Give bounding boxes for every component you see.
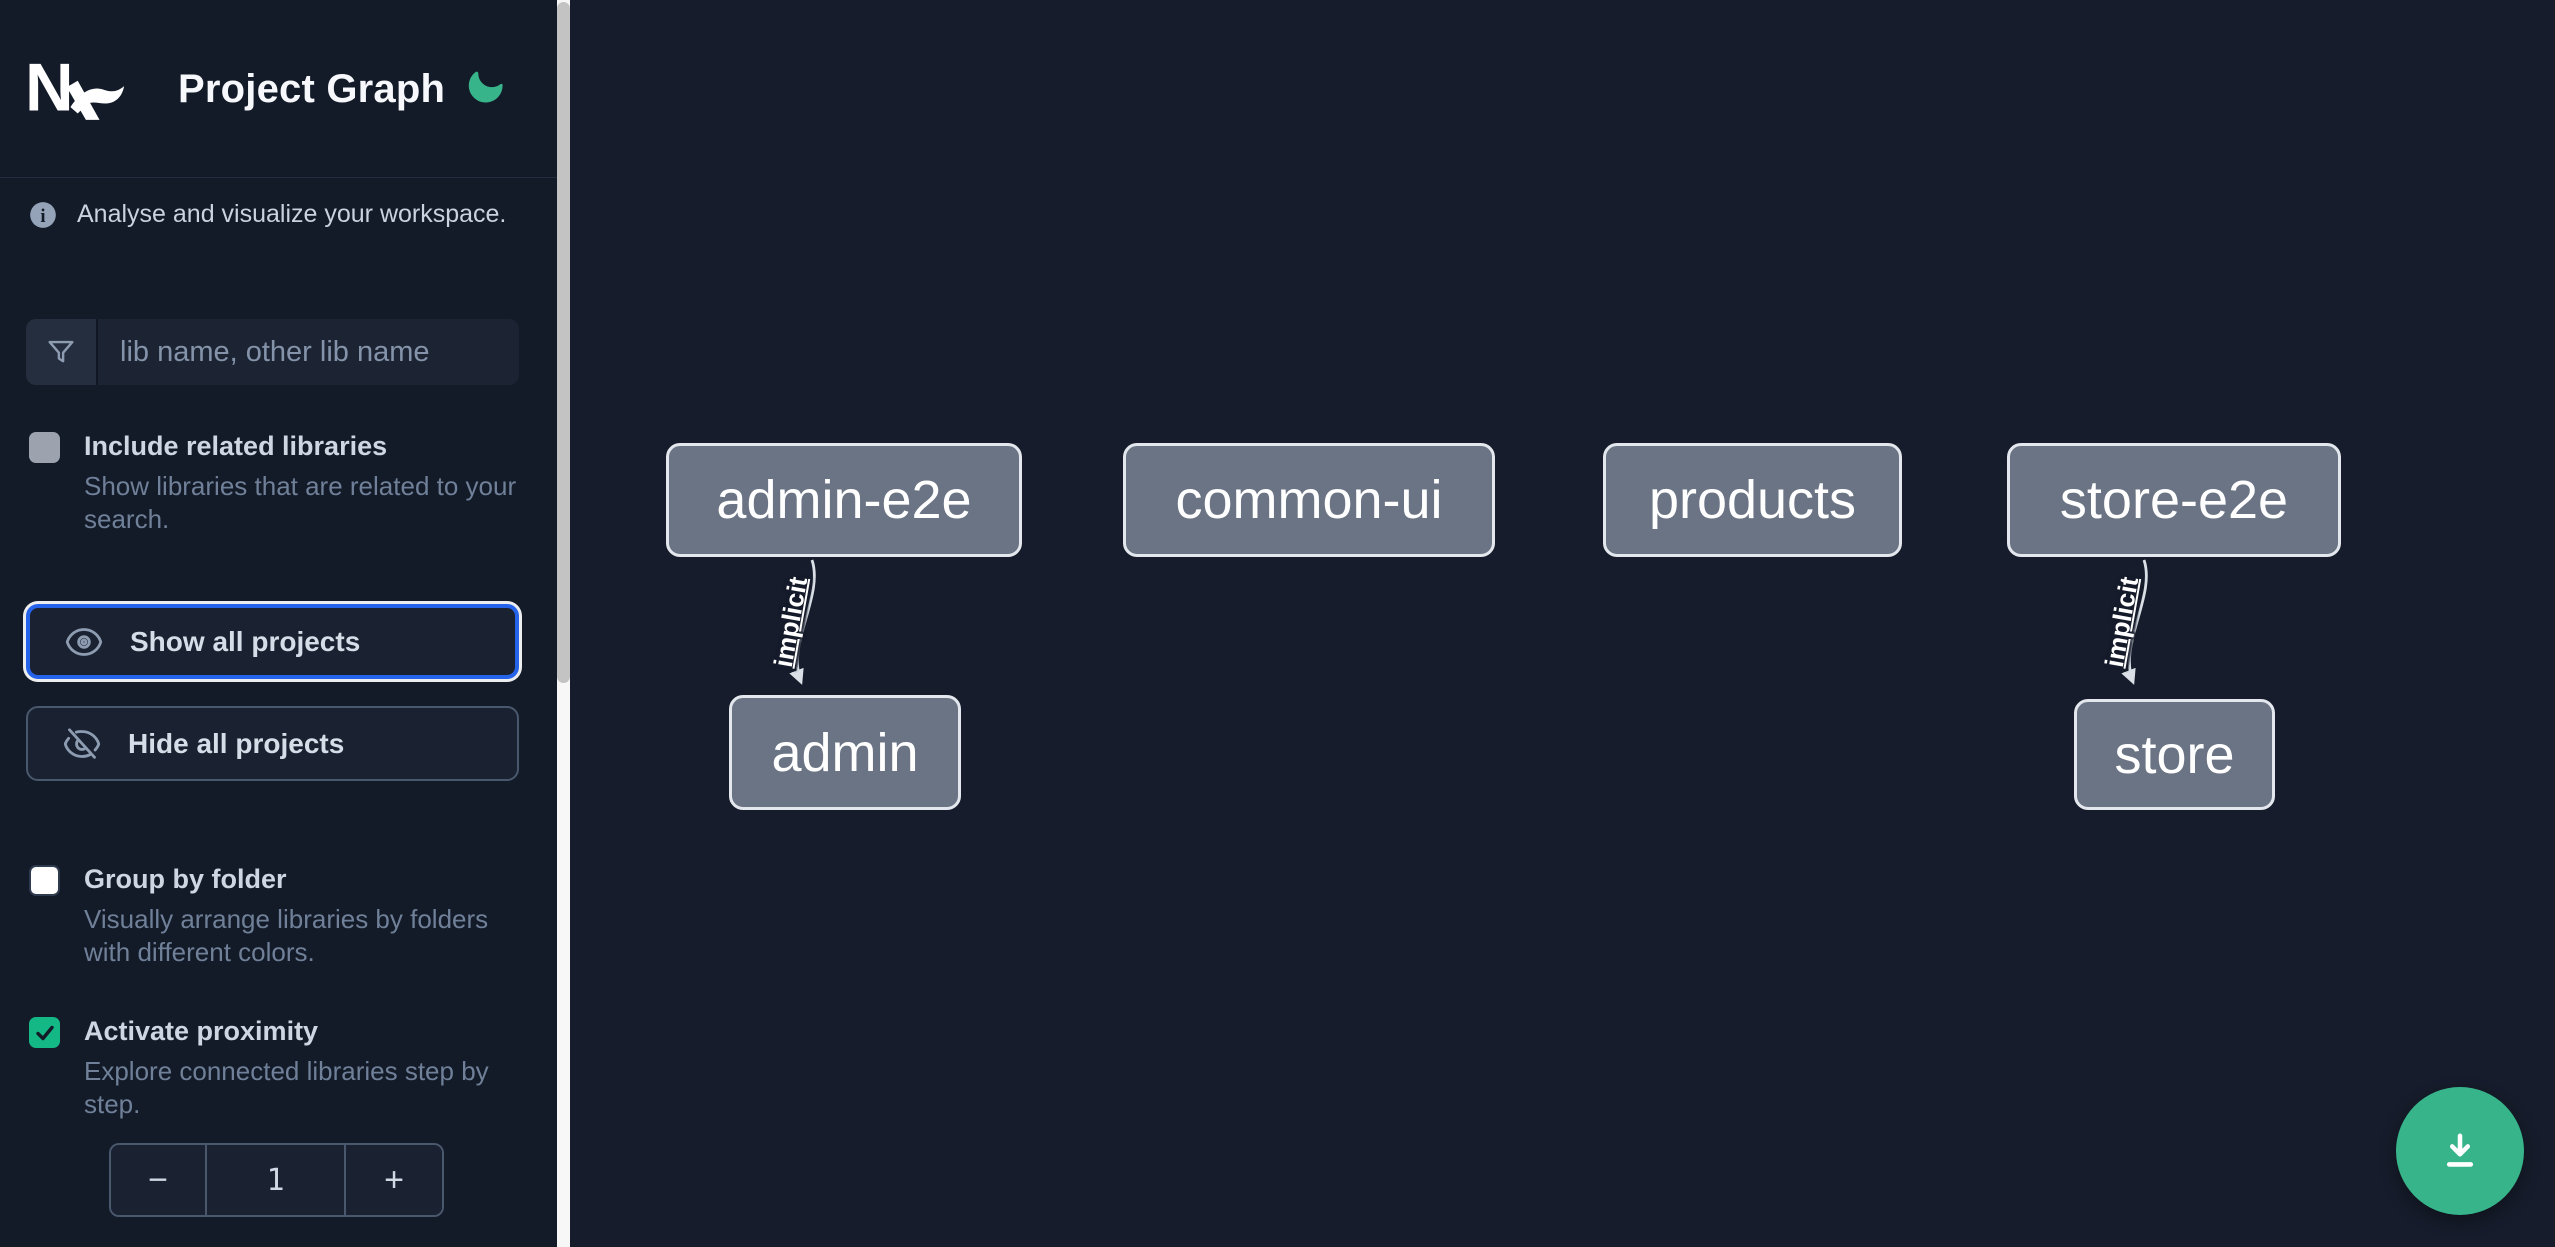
- increment-button[interactable]: +: [344, 1145, 442, 1215]
- hide-all-projects-button[interactable]: Hide all projects: [26, 706, 519, 781]
- search-input[interactable]: [98, 319, 519, 385]
- filter-funnel-icon: [48, 340, 74, 363]
- include-related-label: Include related libraries: [84, 431, 388, 461]
- sidebar-scrollbar-thumb[interactable]: [557, 2, 570, 683]
- show-all-projects-button[interactable]: Show all projects: [26, 604, 519, 679]
- group-by-folder-checkbox[interactable]: [29, 865, 60, 896]
- eye-off-icon: [63, 727, 101, 759]
- check-icon: [35, 1025, 54, 1040]
- graph-node-store[interactable]: store: [2074, 699, 2275, 810]
- graph-node-store-e2e[interactable]: store-e2e: [2007, 443, 2341, 557]
- graph-node-products[interactable]: products: [1603, 443, 1902, 557]
- decrement-button[interactable]: −: [111, 1145, 207, 1215]
- project-graph-canvas[interactable]: [570, 0, 2555, 1247]
- proximity-depth-stepper: − 1 +: [109, 1143, 444, 1217]
- graph-node-common-ui[interactable]: common-ui: [1123, 443, 1495, 557]
- info-icon: i: [30, 201, 56, 228]
- group-by-folder-label: Group by folder: [84, 864, 287, 894]
- sidebar-header: N Project Graph: [0, 0, 557, 178]
- graph-node-admin-e2e[interactable]: admin-e2e: [666, 443, 1022, 557]
- download-graph-button[interactable]: [2396, 1087, 2524, 1215]
- include-related-description: Show libraries that are related to your …: [84, 471, 517, 534]
- svg-text:N: N: [25, 55, 74, 121]
- option-activate-proximity: Activate proximity Explore connected lib…: [29, 1015, 534, 1121]
- sidebar-scrollbar-track[interactable]: [557, 0, 570, 1247]
- hide-all-projects-label: Hide all projects: [128, 727, 345, 759]
- sidebar: N Project Graph i Analyse and visualize …: [0, 0, 557, 1247]
- download-icon: [2446, 1133, 2474, 1167]
- svg-text:i: i: [40, 206, 45, 227]
- option-include-related: Include related libraries Show libraries…: [29, 430, 534, 536]
- filter-icon-cell: [26, 319, 98, 385]
- option-group-by-folder: Group by folder Visually arrange librari…: [29, 863, 534, 969]
- activate-proximity-checkbox[interactable]: [29, 1017, 60, 1048]
- activate-proximity-description: Explore connected libraries step by step…: [84, 1056, 489, 1119]
- eye-icon: [65, 627, 103, 656]
- moon-icon: [468, 71, 503, 103]
- search-box: [26, 319, 519, 385]
- page-title: Project Graph: [178, 67, 446, 111]
- depth-value[interactable]: 1: [207, 1145, 344, 1215]
- graph-node-admin[interactable]: admin: [729, 695, 961, 810]
- include-related-checkbox[interactable]: [29, 432, 60, 463]
- info-text: Analyse and visualize your workspace.: [77, 200, 507, 228]
- activate-proximity-label: Activate proximity: [84, 1016, 319, 1046]
- show-all-projects-label: Show all projects: [130, 625, 361, 657]
- theme-toggle-button[interactable]: [462, 62, 510, 110]
- group-by-folder-description: Visually arrange libraries by folders wi…: [84, 904, 489, 967]
- nx-logo: N: [25, 55, 125, 121]
- info-row: i Analyse and visualize your workspace.: [29, 200, 506, 229]
